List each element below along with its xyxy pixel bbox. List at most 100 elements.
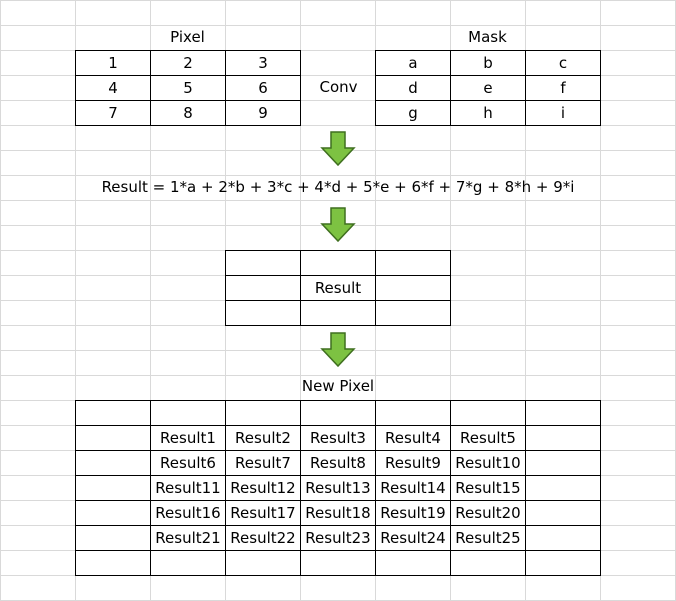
table-cell: 5 xyxy=(150,75,226,101)
table-cell xyxy=(75,525,151,551)
table-cell xyxy=(525,475,601,501)
table-cell xyxy=(525,450,601,476)
table-cell xyxy=(300,550,376,576)
table-row xyxy=(75,550,601,576)
table-cell xyxy=(75,450,151,476)
mask-title: Mask xyxy=(468,28,507,46)
table-cell: 2 xyxy=(150,50,226,76)
table-cell xyxy=(525,525,601,551)
table-cell: 4 xyxy=(75,75,151,101)
table-cell xyxy=(75,500,151,526)
table-cell xyxy=(450,400,526,426)
table-cell: b xyxy=(450,50,526,76)
new-pixel-title: New Pixel xyxy=(301,377,375,395)
table-cell xyxy=(225,400,301,426)
table-cell: Result20 xyxy=(450,500,526,526)
table-cell xyxy=(225,250,301,276)
table-cell: Result17 xyxy=(225,500,301,526)
table-cell xyxy=(375,250,451,276)
table-cell xyxy=(75,400,151,426)
table-cell: Result25 xyxy=(450,525,526,551)
table-cell: Result22 xyxy=(225,525,301,551)
table-cell: Result4 xyxy=(375,425,451,451)
table-cell: Result18 xyxy=(300,500,376,526)
table-cell xyxy=(150,550,226,576)
table-cell: 8 xyxy=(150,100,226,126)
table-row xyxy=(225,250,451,276)
down-arrow-icon xyxy=(320,332,356,368)
table-row: Result xyxy=(225,275,451,301)
table-cell: Result21 xyxy=(150,525,226,551)
table-cell: Result9 xyxy=(375,450,451,476)
table-cell xyxy=(375,550,451,576)
table-cell xyxy=(375,400,451,426)
table-cell xyxy=(525,550,601,576)
table-cell xyxy=(75,425,151,451)
table-cell: 7 xyxy=(75,100,151,126)
table-cell: Result10 xyxy=(450,450,526,476)
table-cell: Result15 xyxy=(450,475,526,501)
table-cell xyxy=(225,550,301,576)
table-cell: Result7 xyxy=(225,450,301,476)
result-table: Result xyxy=(225,250,451,326)
down-arrow-icon xyxy=(320,131,356,167)
table-cell xyxy=(150,400,226,426)
table-cell: Result xyxy=(300,275,376,301)
table-cell: Result12 xyxy=(225,475,301,501)
table-cell xyxy=(525,400,601,426)
table-cell: e xyxy=(450,75,526,101)
table-cell: 1 xyxy=(75,50,151,76)
table-cell xyxy=(375,275,451,301)
table-cell xyxy=(225,275,301,301)
table-cell: d xyxy=(375,75,451,101)
table-cell: i xyxy=(525,100,601,126)
table-cell: Result8 xyxy=(300,450,376,476)
table-cell xyxy=(75,475,151,501)
table-cell: Result16 xyxy=(150,500,226,526)
table-cell: h xyxy=(450,100,526,126)
table-cell xyxy=(300,400,376,426)
table-cell: Result6 xyxy=(150,450,226,476)
table-cell: Result1 xyxy=(150,425,226,451)
table-cell xyxy=(375,300,451,326)
table-cell xyxy=(300,250,376,276)
conv-label: Conv xyxy=(319,78,358,96)
table-cell: 3 xyxy=(225,50,301,76)
pixel-title: Pixel xyxy=(170,28,205,46)
table-cell: c xyxy=(525,50,601,76)
table-cell: Result23 xyxy=(300,525,376,551)
table-cell: a xyxy=(375,50,451,76)
table-cell xyxy=(525,425,601,451)
table-cell: g xyxy=(375,100,451,126)
table-cell: Result13 xyxy=(300,475,376,501)
table-cell: Result24 xyxy=(375,525,451,551)
table-row xyxy=(75,400,601,426)
table-cell: Result11 xyxy=(150,475,226,501)
down-arrow-icon xyxy=(320,207,356,243)
table-cell: Result19 xyxy=(375,500,451,526)
table-cell: 9 xyxy=(225,100,301,126)
formula: Result = 1*a + 2*b + 3*c + 4*d + 5*e + 6… xyxy=(101,178,575,196)
table-cell xyxy=(525,500,601,526)
table-cell: 6 xyxy=(225,75,301,101)
table-cell: Result3 xyxy=(300,425,376,451)
table-cell: Result14 xyxy=(375,475,451,501)
table-cell: Result5 xyxy=(450,425,526,451)
table-cell xyxy=(300,300,376,326)
table-cell: f xyxy=(525,75,601,101)
table-cell xyxy=(225,300,301,326)
